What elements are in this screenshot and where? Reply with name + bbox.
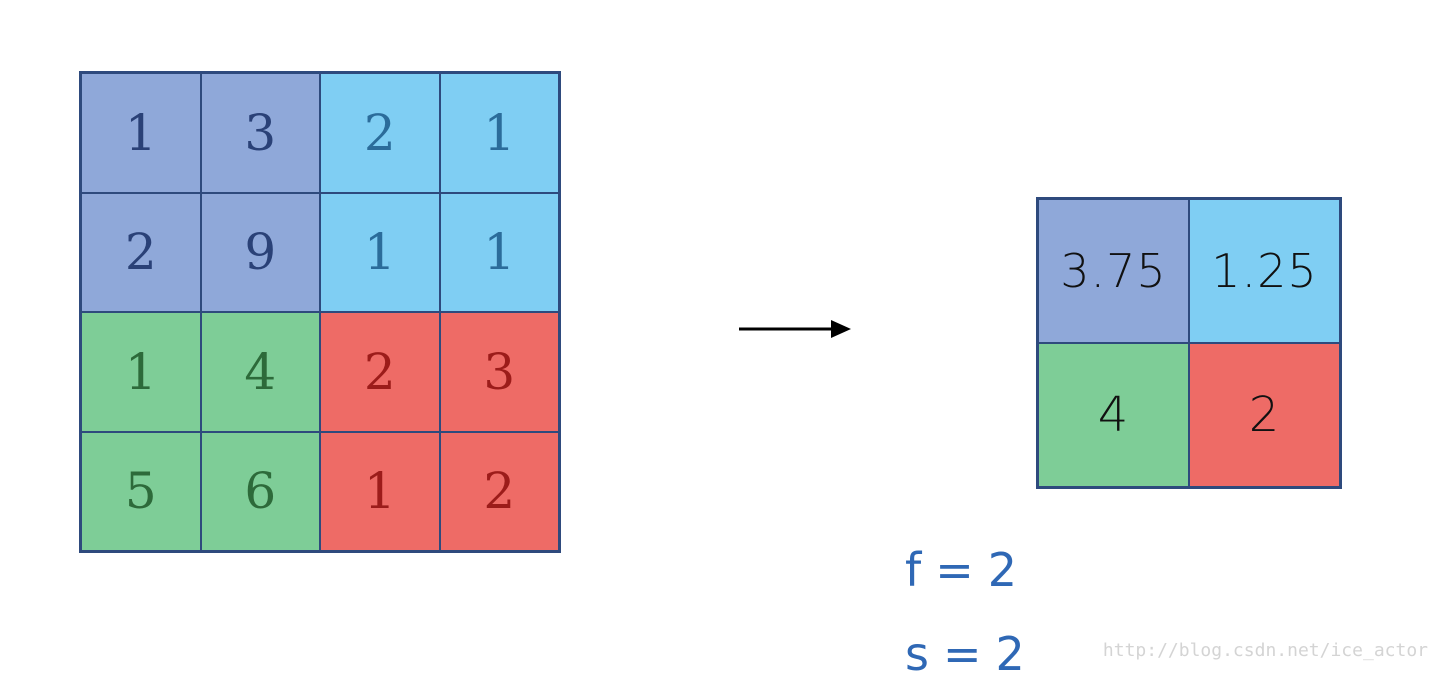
pooling-params: f = 2 s = 2 xyxy=(905,528,1025,696)
input-cell: 2 xyxy=(320,73,440,193)
input-cell: 1 xyxy=(81,73,201,193)
filter-size-param: f = 2 xyxy=(905,528,1025,612)
input-cell: 5 xyxy=(81,431,201,551)
input-cell: 3 xyxy=(439,312,559,432)
filter-value: 2 xyxy=(987,543,1018,597)
input-cell: 2 xyxy=(439,431,559,551)
input-cell: 1 xyxy=(320,431,440,551)
input-cell: 1 xyxy=(439,73,559,193)
output-cell: 1.25 xyxy=(1189,199,1340,343)
right-arrow-icon xyxy=(739,320,851,338)
input-cell: 6 xyxy=(200,431,320,551)
input-matrix: 1 3 2 1 2 9 1 1 1 4 2 3 5 6 1 2 xyxy=(79,71,561,553)
equals-sign: = xyxy=(935,543,974,597)
input-cell: 2 xyxy=(320,312,440,432)
stride-value: 2 xyxy=(995,627,1025,681)
input-cell: 9 xyxy=(200,192,320,312)
filter-label: f xyxy=(905,543,922,597)
input-cell: 3 xyxy=(200,73,320,193)
stride-param: s = 2 xyxy=(905,612,1025,696)
input-cell: 4 xyxy=(200,312,320,432)
output-matrix: 3.75 1.25 4 2 xyxy=(1036,197,1342,489)
input-cell: 1 xyxy=(81,312,201,432)
stride-label: s xyxy=(905,627,929,681)
watermark: http://blog.csdn.net/ice_actor xyxy=(1102,640,1428,661)
input-cell: 2 xyxy=(81,192,201,312)
output-cell: 3.75 xyxy=(1038,199,1189,343)
input-cell: 1 xyxy=(320,192,440,312)
output-cell: 2 xyxy=(1189,343,1340,487)
output-cell: 4 xyxy=(1038,343,1189,487)
input-cell: 1 xyxy=(439,192,559,312)
equals-sign: = xyxy=(942,627,982,681)
